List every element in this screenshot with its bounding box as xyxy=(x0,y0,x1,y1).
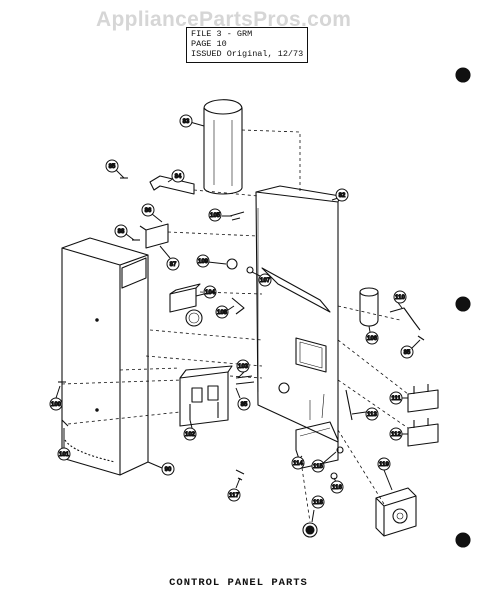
callout-90: 90 xyxy=(147,461,175,476)
svg-text:108: 108 xyxy=(217,310,228,316)
svg-text:107: 107 xyxy=(260,278,271,284)
transformer-part xyxy=(295,393,339,469)
callout-105: 105 xyxy=(208,208,232,222)
svg-text:85: 85 xyxy=(241,402,248,408)
svg-text:101: 101 xyxy=(59,452,70,458)
header-issued: ISSUED Original, 12/73 xyxy=(191,49,304,59)
svg-text:87: 87 xyxy=(170,262,177,268)
callout-107: 107 xyxy=(251,271,272,287)
callouts: 83 85 84 82 86 105 88 87 109 107 104 108… xyxy=(49,114,421,523)
svg-text:83: 83 xyxy=(183,119,190,125)
svg-text:106: 106 xyxy=(367,336,378,342)
svg-text:85: 85 xyxy=(109,164,116,170)
callout-106: 106 xyxy=(365,325,379,345)
watermark: AppliancePartsPros.com xyxy=(96,8,352,31)
callout-86: 86 xyxy=(141,203,163,223)
svg-text:103: 103 xyxy=(238,364,249,370)
binder-hole-top xyxy=(455,67,471,83)
header-page: PAGE 10 xyxy=(191,39,227,49)
grommet-part-109 xyxy=(226,258,238,270)
svg-text:104: 104 xyxy=(205,290,216,296)
callout-108: 108 xyxy=(215,305,235,319)
callout-101: 101 xyxy=(57,428,71,461)
timer-part xyxy=(375,487,417,537)
svg-text:113: 113 xyxy=(367,412,377,418)
callout-85-top: 85 xyxy=(105,159,125,179)
knob-part xyxy=(302,522,318,538)
callout-114: 114 xyxy=(291,455,305,470)
svg-text:82: 82 xyxy=(339,193,346,199)
clip-part xyxy=(389,307,421,331)
svg-text:114: 114 xyxy=(293,461,303,467)
svg-text:115: 115 xyxy=(313,464,323,470)
duct-cover-part xyxy=(203,99,243,195)
header-file: FILE 3 - GRM xyxy=(191,29,253,39)
callout-103: 103 xyxy=(236,359,250,379)
side-panel-part xyxy=(61,237,149,476)
switch-part xyxy=(169,283,203,327)
callout-112: 112 xyxy=(389,427,408,441)
callout-100: 100 xyxy=(49,385,63,411)
callout-117: 117 xyxy=(227,477,241,502)
clip-part-108 xyxy=(231,297,245,315)
callout-111: 111 xyxy=(389,391,408,405)
svg-text:119: 119 xyxy=(379,462,389,468)
bracket-part xyxy=(149,175,195,195)
callout-102: 102 xyxy=(183,419,197,441)
terminal-block-112 xyxy=(407,418,439,447)
assembly-lines xyxy=(61,129,409,523)
diagram-caption: CONTROL PANEL PARTS xyxy=(169,577,308,589)
fuse-part-113 xyxy=(345,389,353,421)
svg-text:84: 84 xyxy=(175,174,182,180)
callout-115: 115 xyxy=(311,451,337,473)
svg-text:86: 86 xyxy=(145,208,152,214)
callout-119: 119 xyxy=(377,457,393,491)
svg-text:85: 85 xyxy=(404,350,411,356)
callout-116: 116 xyxy=(330,477,344,494)
callout-84: 84 xyxy=(167,169,185,183)
callout-113: 113 xyxy=(351,407,379,421)
svg-text:118: 118 xyxy=(313,500,323,506)
callout-85-right: 85 xyxy=(400,339,421,359)
binder-hole-bottom xyxy=(455,532,471,548)
callout-110: 110 xyxy=(393,290,407,309)
screw-part-105 xyxy=(229,211,245,221)
screw-part-95 xyxy=(417,335,425,341)
mounting-bracket-part xyxy=(139,223,169,249)
terminal-block-111 xyxy=(407,384,439,413)
callout-85-mid: 85 xyxy=(235,387,251,411)
svg-text:111: 111 xyxy=(391,396,401,402)
callout-109: 109 xyxy=(196,254,227,268)
svg-text:110: 110 xyxy=(395,295,405,301)
svg-text:116: 116 xyxy=(332,485,342,491)
binder-hole-middle xyxy=(455,296,471,312)
callout-83: 83 xyxy=(179,114,205,128)
svg-text:88: 88 xyxy=(118,229,125,235)
callout-87: 87 xyxy=(159,245,180,271)
svg-text:117: 117 xyxy=(229,493,239,499)
header-info-box: FILE 3 - GRM PAGE 10 ISSUED Original, 12… xyxy=(186,27,308,63)
callout-82: 82 xyxy=(331,188,349,202)
svg-text:102: 102 xyxy=(185,432,196,438)
callout-104: 104 xyxy=(195,285,217,299)
svg-text:100: 100 xyxy=(51,402,62,408)
capacitor-part xyxy=(359,287,379,327)
svg-text:105: 105 xyxy=(210,213,221,219)
control-panel-plate-part xyxy=(255,185,341,443)
nut-part-115 xyxy=(336,446,344,454)
callout-118: 118 xyxy=(311,495,325,523)
grommet-part-107 xyxy=(246,266,254,274)
callout-88: 88 xyxy=(114,224,135,241)
contactor-part xyxy=(179,365,233,427)
svg-text:112: 112 xyxy=(391,432,401,438)
svg-text:90: 90 xyxy=(165,467,172,473)
screw-part-101 xyxy=(61,419,69,427)
svg-text:109: 109 xyxy=(198,259,209,265)
